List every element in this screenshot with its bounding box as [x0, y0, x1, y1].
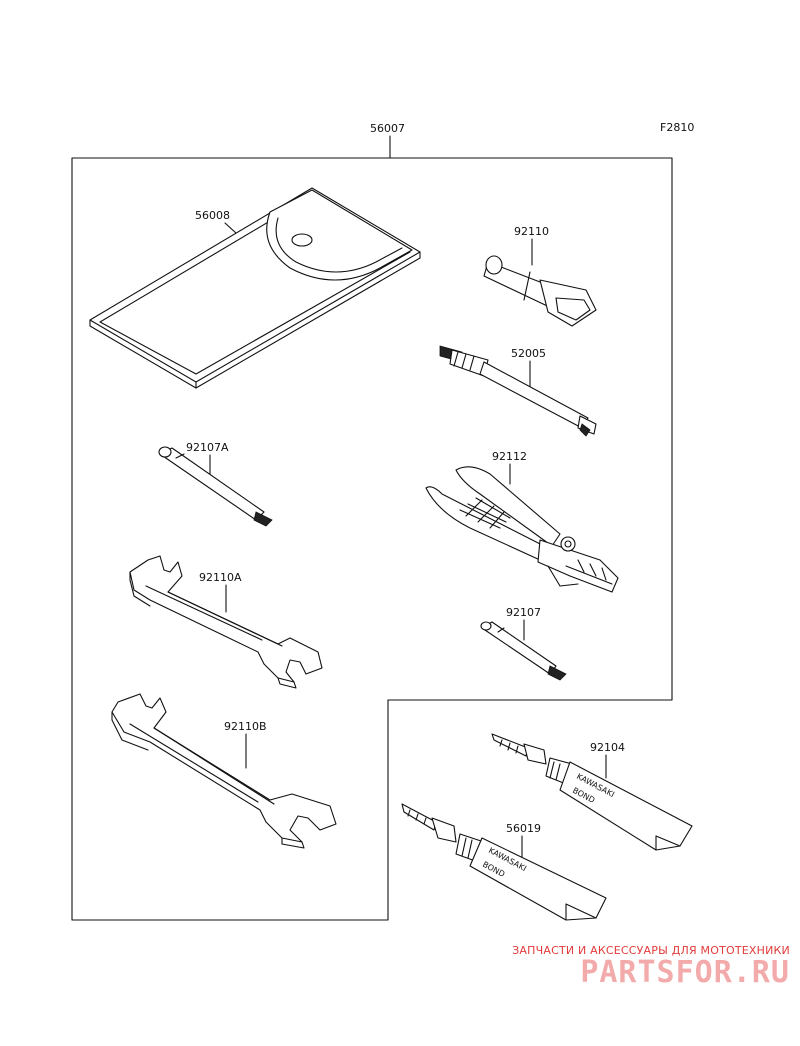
watermark-logo: PARTSFOR.RU [580, 955, 790, 990]
open-end-wrench-a [129, 555, 323, 689]
label-bond-large: 56019 [506, 822, 541, 835]
label-wrench-b: 92110B [224, 720, 267, 733]
driver-handle [439, 345, 597, 437]
label-pouch: 56008 [195, 209, 230, 222]
kit-boundary [71, 157, 673, 921]
label-driver-a: 92107A [186, 441, 229, 454]
label-pliers: 92112 [492, 450, 527, 463]
label-plug-wrench: 92110 [514, 225, 549, 238]
label-bond-small: 92104 [590, 741, 625, 754]
label-driver: 92107 [506, 606, 541, 619]
label-kit: 56007 [370, 122, 405, 135]
label-driver-handle: 52005 [511, 347, 546, 360]
watermark: ЗАПЧАСТИ И АКСЕССУАРЫ ДЛЯ МОТОТЕХНИКИ PA… [460, 944, 790, 990]
bond-tube-small: KAWASAKI BOND [491, 733, 693, 851]
screwdriver-bit-a [158, 446, 273, 527]
bond-tube-large: KAWASAKI BOND [401, 803, 607, 921]
label-wrench-a: 92110A [199, 571, 242, 584]
spark-plug-wrench [483, 255, 597, 327]
open-end-wrench-b [111, 693, 337, 849]
screwdriver-bit [480, 621, 567, 681]
watermark-caption: ЗАПЧАСТИ И АКСЕССУАРЫ ДЛЯ МОТОТЕХНИКИ [512, 944, 790, 957]
tool-pouch [89, 187, 421, 389]
figure-code: F2810 [660, 121, 694, 134]
pliers [425, 466, 619, 593]
